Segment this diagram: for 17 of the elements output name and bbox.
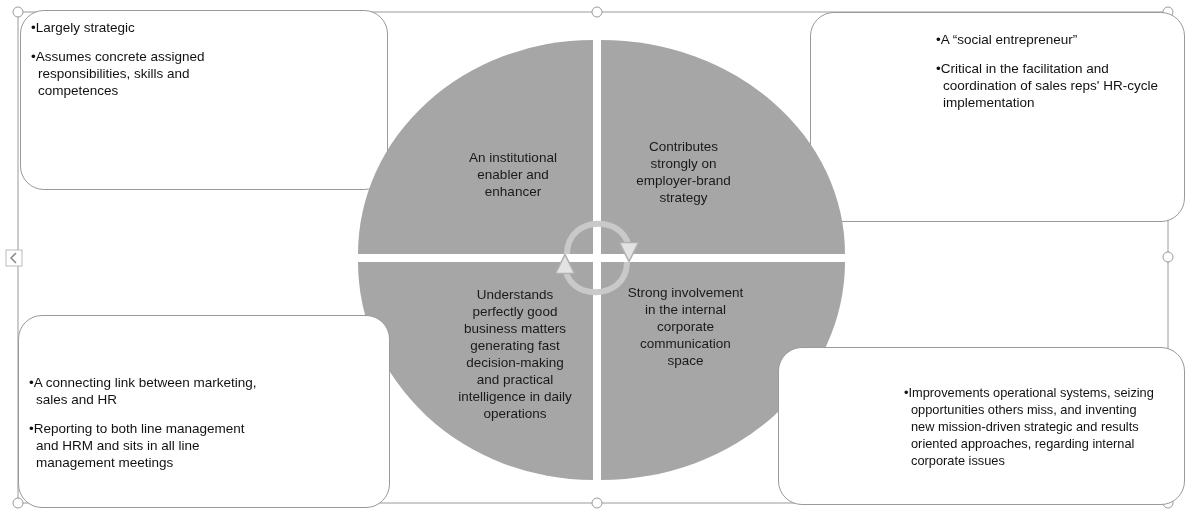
quadrant-text: Contributes strongly on employer-brand strategy: [635, 138, 732, 206]
quadrant-text: Understands perfectly good business matters generating fast decision-making and practical intelligence in daily operations: [457, 286, 573, 422]
text-box: [20, 10, 388, 190]
bullet-text: •A “social entrepreneur”: [936, 31, 1079, 48]
quadrant-text: An institutional enabler and enhancer: [468, 149, 558, 200]
bullet-text: •Reporting to both line management and HRM and sits in all line management meetings: [29, 420, 246, 471]
bullet-text: •Assumes concrete assigned responsibilities, skills and competences: [31, 48, 206, 99]
bullet-text: •Improvements operational systems, seizing opportunities others miss, and inventing new mission-driven strategic and results oriented approaches, regarding internal corporate issues: [904, 384, 1155, 469]
bullet-text: •Largely strategic: [31, 19, 136, 36]
bullet-text: •A connecting link between marketing, sales and HR: [29, 374, 258, 408]
curved-arrow: [564, 220, 638, 263]
text-box: [810, 12, 1185, 222]
bullet-text: •Critical in the facilitation and coordination of sales reps' HR-cycle implementation: [936, 60, 1159, 111]
text-box: [18, 315, 390, 508]
text-box: [778, 347, 1185, 505]
quadrant-text: Strong involvement in the internal corporate communication space: [626, 284, 745, 369]
curved-arrow: [556, 253, 630, 296]
